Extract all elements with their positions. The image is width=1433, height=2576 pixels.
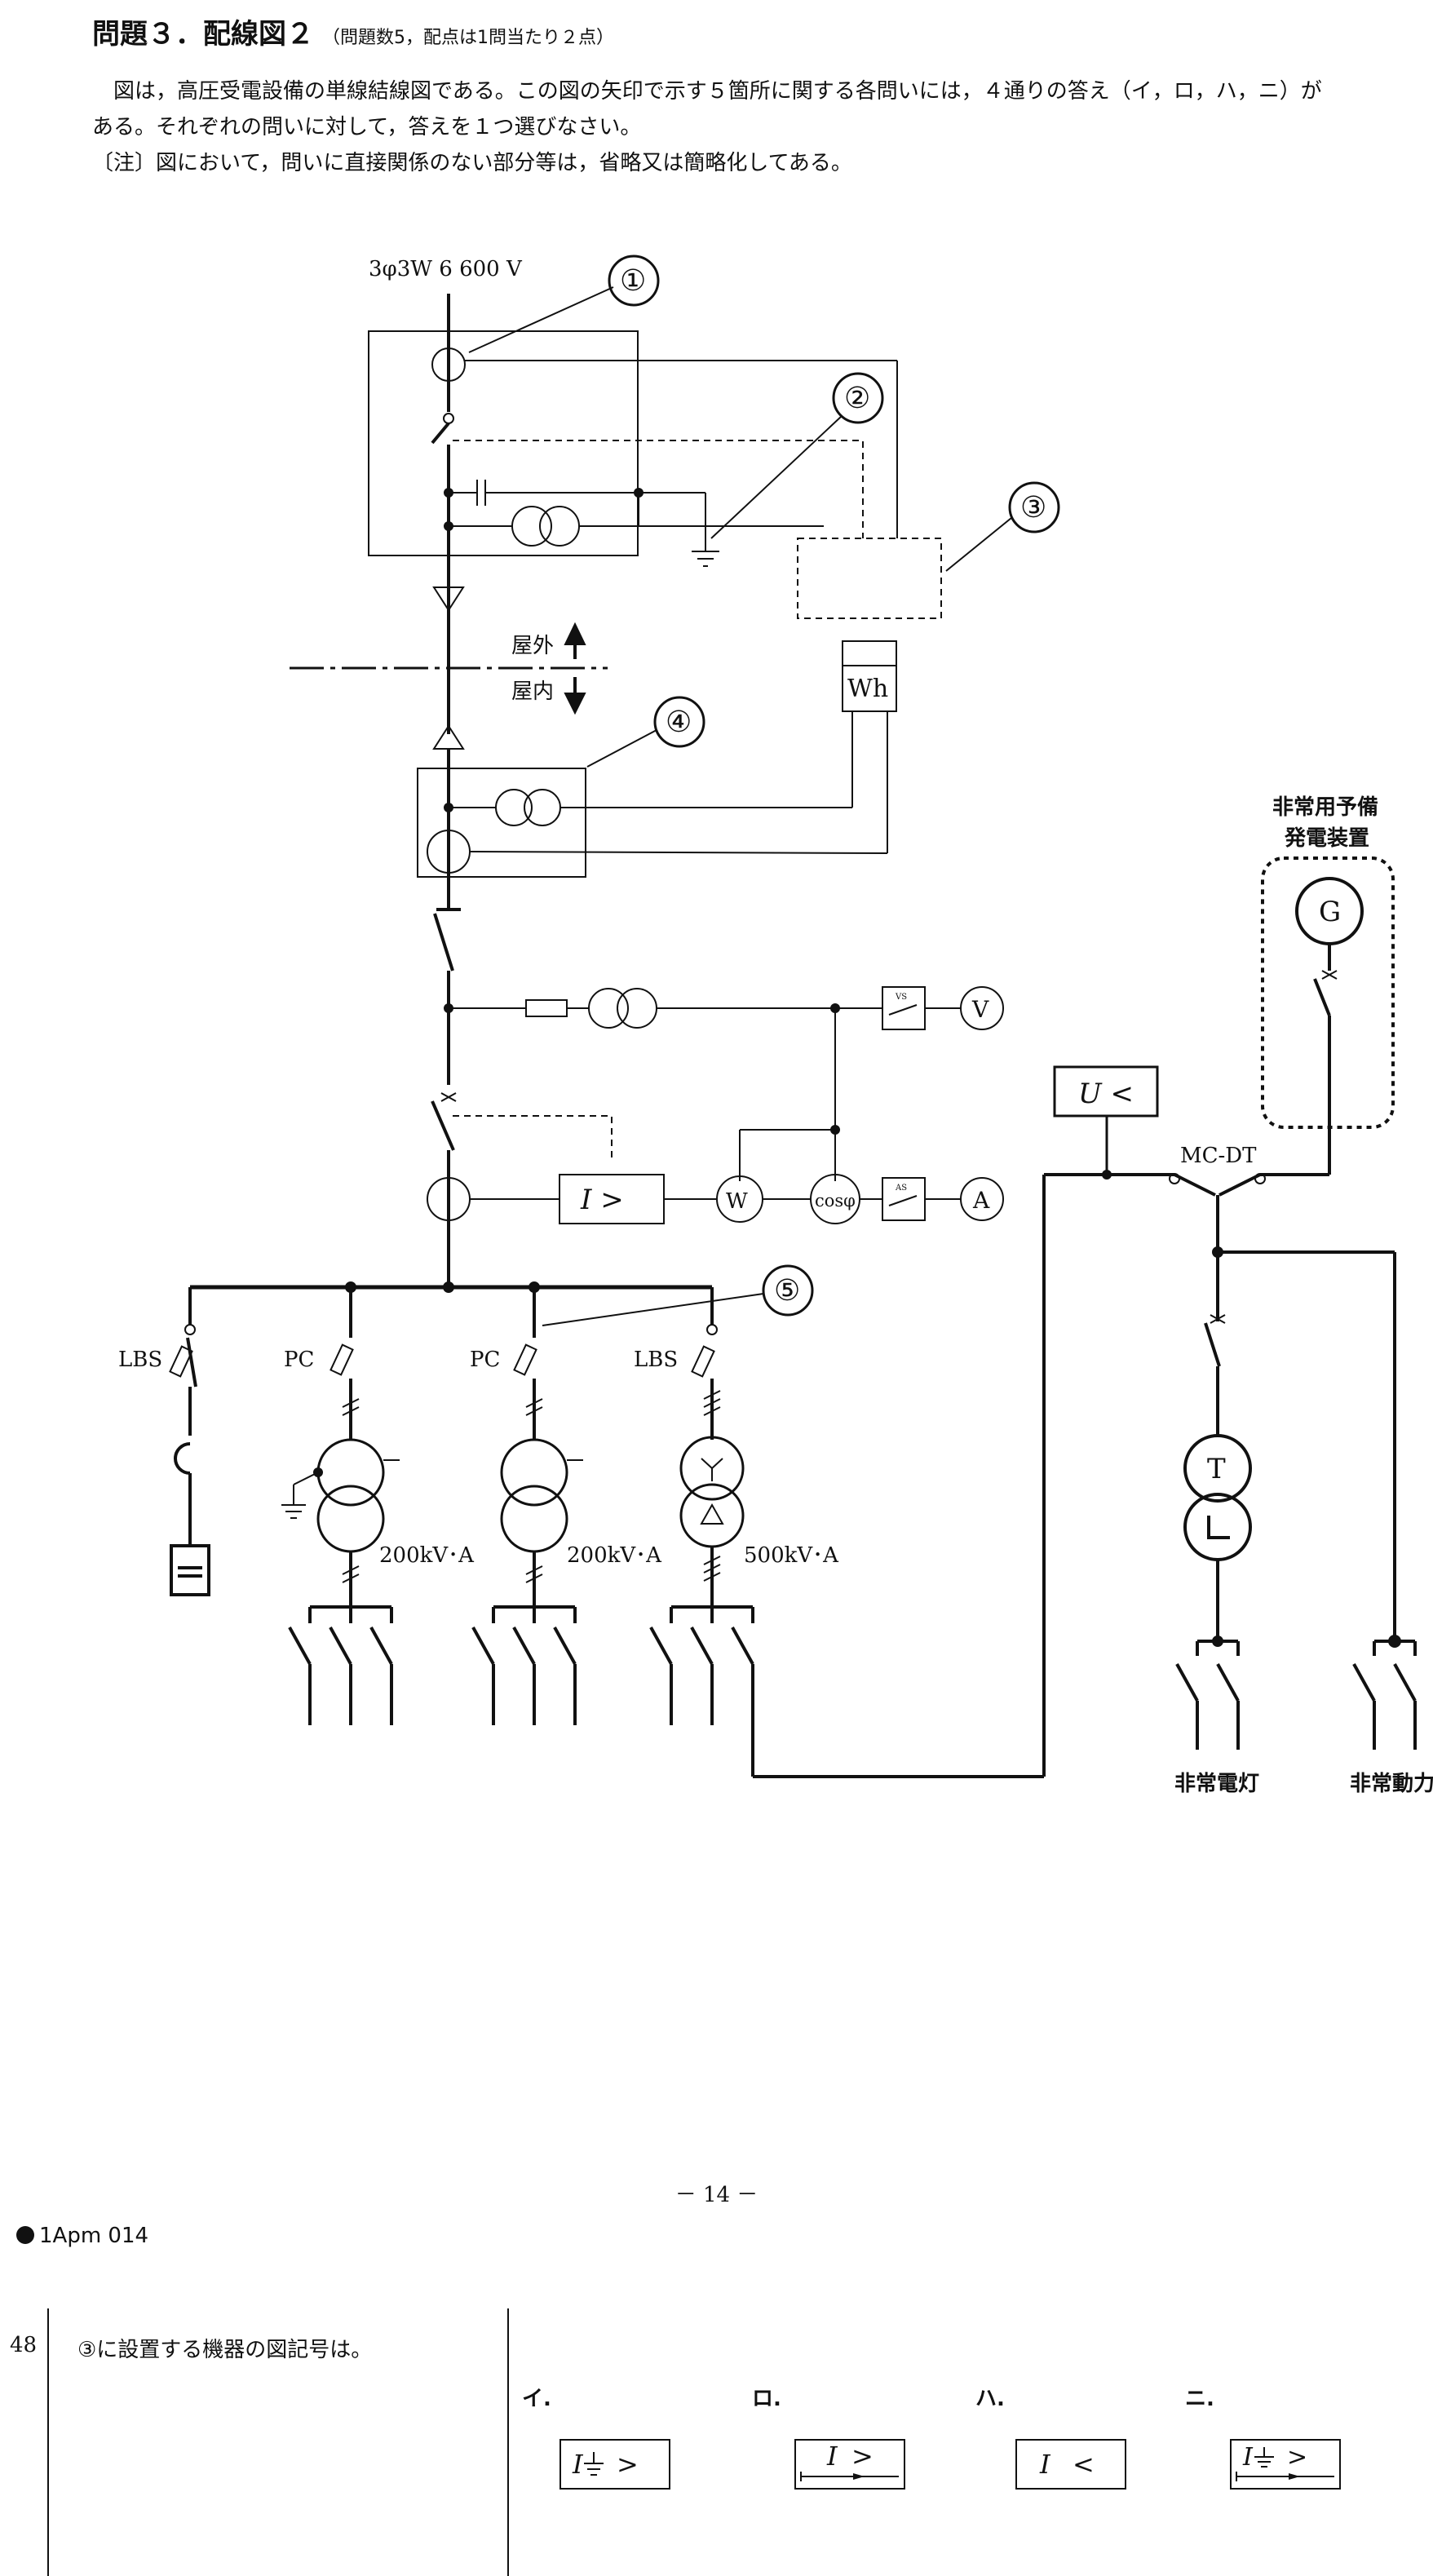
choice-label-i: イ. [522,2387,551,2411]
relay-box-3 [797,538,942,619]
mcdt-label: MC-DT [1180,1144,1257,1168]
callout-2: ② [844,382,870,415]
kva-label-2: 200kV･A [567,1543,662,1568]
emergency-power-label: 非常動力 [1350,1772,1433,1796]
indoor-label: 屋内 [511,679,554,704]
generator-label: G [1319,896,1341,928]
generator-title-2: 発電装置 [1284,826,1369,851]
pc-label-1: PC [284,1348,314,1372]
generator-title-1: 非常用予備 [1272,794,1378,820]
page-footer: 1Apm 014 [16,2224,148,2248]
svg-text:<: < [1073,2449,1095,2480]
lbs-label-1: LBS [118,1348,162,1372]
question-number: 48 [10,2333,38,2357]
kva-label-3: 500kV･A [744,1543,839,1568]
instructions: 図は，高圧受電設備の単線結線図である。この図の矢印で示す５箇所に関する各問いには… [92,73,1430,181]
vs-label: VS [895,993,907,1002]
question-divider-left [47,2308,49,2576]
svg-text:I: I [826,2441,838,2472]
choice-ha-symbol: I < [1039,2449,1095,2480]
emergency-light-breakers [1175,1640,1240,1750]
ris-box [368,330,639,556]
svg-text:I: I [572,2449,584,2480]
svg-text:>: > [851,2441,874,2472]
lv-breakers-3 [649,1175,1046,1778]
choice-ni[interactable]: I > [1230,2439,1341,2490]
page-number: － 14 － [674,2183,759,2207]
svg-text:>: > [617,2449,639,2480]
ammeter-label: A [972,1187,990,1214]
callout-3: ③ [1020,491,1046,524]
title-text: 問題３．配線図２ [92,18,314,51]
tr-t-label: T [1207,1453,1226,1485]
emergency-light-label: 非常電灯 [1174,1772,1259,1796]
wattmeter-label: W [726,1189,748,1214]
svg-text:I: I [1242,2443,1254,2472]
lv-breakers-1 [288,1605,393,1725]
kva-label-1: 200kV･A [379,1543,475,1568]
choice-label-ro: ロ. [752,2387,781,2411]
wiring-diagram: 3φ3W 6 600 V 屋外 屋内 Wh [118,255,1433,1796]
choice-i-symbol: I > [572,2449,639,2480]
choice-ro[interactable]: I > [794,2439,905,2490]
title-note: （問題数5，配点は1問当たり２点） [322,28,614,48]
choice-ni-symbol: I > [1236,2443,1334,2481]
callout-4: ④ [666,706,692,739]
voltmeter-label: V [971,996,989,1023]
as-label: AS [895,1184,907,1193]
ocr-label: I > [580,1184,624,1216]
lv-breakers-2 [471,1605,577,1725]
intro-line-2: ある。それぞれの問いに対して，答えを１つ選びなさい。 [92,115,642,139]
question-text: ③に設置する機器の図記号は。 [77,2338,373,2362]
supply-label: 3φ3W 6 600 V [369,257,523,281]
svg-text:I: I [1039,2449,1051,2480]
svg-text:>: > [1287,2443,1307,2472]
uvr-label: U < [1078,1078,1134,1110]
intro-line-1: 図は，高圧受電設備の単線結線図である。この図の矢印で示す５箇所に関する各問いには… [113,79,1322,104]
choice-label-ha: ハ. [975,2387,1005,2411]
pf-meter-label: cosφ [815,1191,856,1211]
emergency-power-breakers [1352,1635,1417,1750]
choice-ro-symbol: I > [800,2441,899,2481]
zct-symbol [431,347,466,382]
lbs-label-2: LBS [634,1348,678,1372]
footer-code: 1Apm 014 [39,2224,149,2248]
pc-label-2: PC [470,1348,500,1372]
choice-ha[interactable]: I < [1015,2439,1126,2490]
wh-meter-label: Wh [847,675,888,703]
choice-i[interactable]: I > [559,2439,670,2490]
callout-1: ① [620,264,646,298]
bullet-icon [16,2226,34,2244]
vct-box [417,768,586,878]
page-title: 問題３．配線図２ （問題数5，配点は1問当たり２点） [92,11,614,51]
outdoor-label: 屋外 [511,634,554,658]
callout-5: ⑤ [774,1274,800,1308]
question-divider-mid [507,2308,509,2576]
choice-label-ni: ニ. [1185,2387,1214,2411]
intro-line-3: 〔注〕図において，問いに直接関係のない部分等は，省略又は簡略化してある。 [92,151,852,175]
